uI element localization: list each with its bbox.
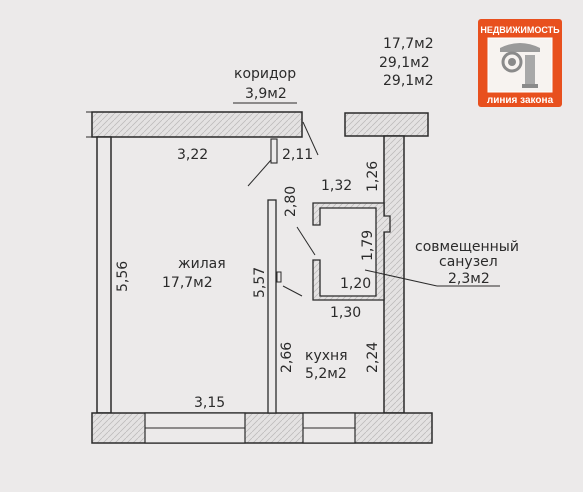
dim-partition-height: 5,57 [252,267,268,298]
bathroom-area: 2,3м2 [448,271,490,287]
bathroom-leader [364,269,500,287]
dim-kitchen-right: 2,24 [365,342,381,373]
summary-living-area: 17,7м2 [383,36,434,52]
kitchen-area: 5,2м2 [305,366,347,382]
bathroom-name-1: совмещенный [415,239,519,255]
dim-corridor-depth: 2,80 [283,186,299,217]
agency-logo: НЕДВИЖИМОСТЬ линия закона [478,19,562,107]
partition-wall [267,138,282,414]
dim-bath-top-width: 1,32 [321,178,352,194]
dim-bath-inner-width: 1,20 [340,276,371,292]
top-wall-right [344,112,429,137]
left-wall [96,136,112,414]
bathroom-walls [312,202,391,301]
dim-bath-height: 1,79 [360,230,376,261]
summary-total-area-2: 29,1м2 [383,73,434,89]
top-wall-left [86,111,303,138]
bottom-wall [91,412,433,444]
logo-top-text: НЕДВИЖИМОСТЬ [480,25,560,35]
logo-bottom-text: линия закона [487,95,554,106]
door-swings [247,121,319,297]
dim-bath-bottom-width: 1,30 [330,305,361,321]
living-area: 17,7м2 [162,275,213,291]
dim-living-left-height: 5,56 [115,261,131,292]
dim-corridor-width: 2,11 [282,147,313,163]
corridor-name: коридор [234,66,296,82]
bathroom-name-2: санузел [439,254,498,270]
dim-kitchen-left: 2,66 [279,342,295,373]
summary-total-area: 29,1м2 [379,55,430,71]
dim-top-living: 3,22 [177,147,208,163]
dim-bath-upper: 1,26 [365,161,381,192]
corridor-area: 3,9м2 [245,86,287,102]
dim-bottom-living: 3,15 [194,395,225,411]
kitchen-name: кухня [305,348,348,364]
living-name: жилая [178,256,226,272]
